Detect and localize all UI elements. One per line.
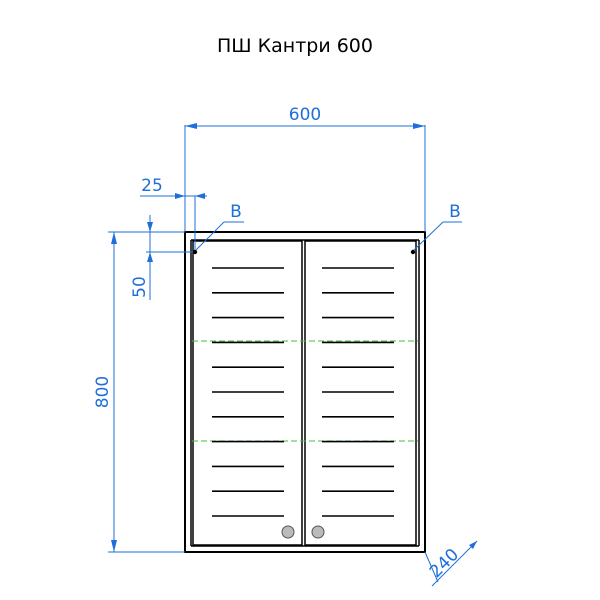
depth-arrow [469,541,477,549]
marker-left-leader [195,221,225,251]
width-dimension-label: 600 [289,105,321,125]
drawing-title: ПШ Кантри 600 [217,35,373,57]
marker-left: B [195,202,244,251]
marker-right: B [413,202,462,251]
hanging-hole-right [410,249,416,255]
hole-offset-x-label: 25 [141,176,163,196]
width-arrow-right [413,123,425,129]
height-dimension: 800 [93,231,185,553]
door-slats [212,267,394,517]
depth-dimension-label: 240 [426,545,463,582]
hole-x-arrow-right [195,193,205,199]
hole-offset-x-dimension: 25 [140,176,207,250]
depth-extension [424,551,439,583]
right-door [304,240,417,546]
marker-right-label: B [449,202,461,222]
left-door [192,240,303,546]
height-dimension-label: 800 [93,376,113,408]
left-door-handle [281,525,295,539]
depth-dimension-line [431,540,478,587]
width-dimension: 600 [184,105,426,232]
hanging-hole-left [192,249,198,255]
hole-y-arrow-bottom [147,252,153,262]
hole-offset-y-label: 50 [130,276,150,298]
hole-offset-y-dimension: 50 [130,215,193,300]
width-arrow-left [185,123,197,129]
height-arrow-top [111,232,117,244]
cabinet-body [184,231,426,553]
hole-y-arrow-top [147,222,153,232]
marker-left-label: B [230,202,242,222]
height-arrow-bottom [111,540,117,552]
hole-x-arrow-left [175,193,185,199]
depth-dimension: 240 [424,540,478,587]
marker-right-leader [413,221,444,251]
right-door-handle [311,525,325,539]
cabinet-outer-frame [184,231,426,553]
